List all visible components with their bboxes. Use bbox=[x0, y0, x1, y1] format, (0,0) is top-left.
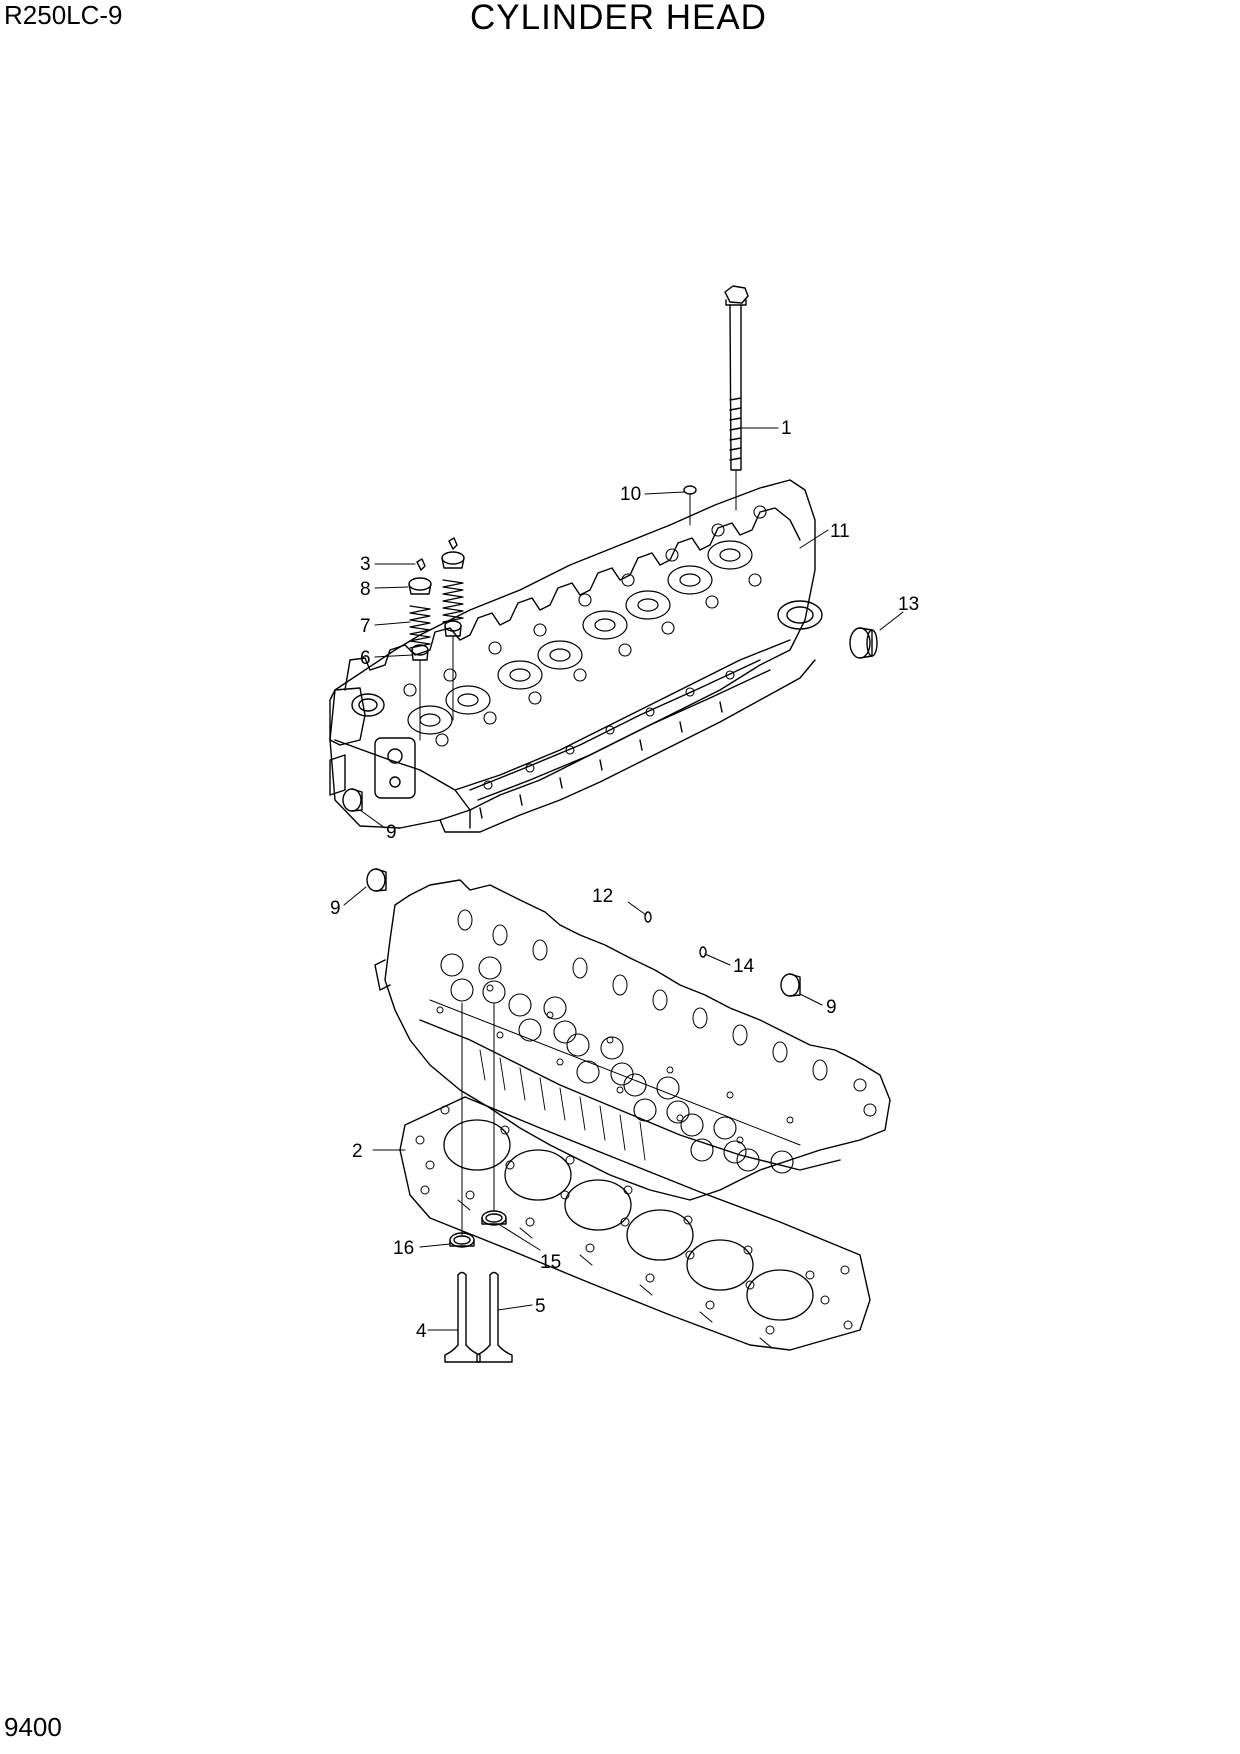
page-title: CYLINDER HEAD bbox=[470, 0, 767, 37]
o-ring-14 bbox=[699, 946, 707, 958]
cylinder-head-bottom-view bbox=[374, 879, 891, 1201]
callout-11: 11 bbox=[830, 521, 850, 542]
model-code: R250LC-9 bbox=[4, 0, 123, 30]
callout-14: 14 bbox=[733, 956, 755, 977]
cylinder-head-top-view bbox=[329, 479, 823, 833]
callout-labels: 1 10 11 3 8 7 6 13 9 9 12 14 9 2 16 15 4… bbox=[330, 418, 919, 1342]
valve-seat-insert-exhaust bbox=[449, 1232, 475, 1248]
callout-9-left: 9 bbox=[330, 898, 341, 919]
valve-centerline bbox=[419, 635, 454, 741]
callout-9-right: 9 bbox=[826, 997, 837, 1018]
callout-4: 4 bbox=[416, 1321, 427, 1342]
intake-valve bbox=[476, 1271, 513, 1363]
callout-7: 7 bbox=[360, 616, 371, 637]
callout-1: 1 bbox=[781, 418, 792, 439]
expansion-plug bbox=[849, 627, 878, 659]
callout-15: 15 bbox=[540, 1252, 561, 1273]
callout-6: 6 bbox=[360, 648, 371, 669]
callout-16: 16 bbox=[393, 1238, 414, 1259]
callout-12: 12 bbox=[592, 886, 613, 907]
leader-lines bbox=[343, 427, 904, 1331]
plug-right bbox=[780, 973, 801, 997]
o-ring-small bbox=[683, 485, 697, 526]
callout-3: 3 bbox=[360, 554, 371, 575]
valve-keeper-collet bbox=[416, 537, 458, 571]
exhaust-valve bbox=[444, 1271, 481, 1363]
valve-spring bbox=[409, 579, 464, 649]
page-number: 9400 bbox=[4, 1712, 62, 1742]
plug-left bbox=[366, 868, 387, 892]
callout-8: 8 bbox=[360, 579, 371, 600]
callout-2: 2 bbox=[352, 1141, 363, 1162]
cylinder-head-gasket bbox=[399, 1096, 871, 1351]
valve-seat-insert-intake bbox=[481, 1210, 507, 1226]
o-ring-12 bbox=[644, 911, 652, 923]
callout-9-upper: 9 bbox=[386, 822, 397, 843]
plug-front bbox=[342, 788, 363, 812]
valve-seat-centerline bbox=[461, 1002, 495, 1236]
callout-10: 10 bbox=[620, 484, 641, 505]
head-bolt bbox=[724, 285, 749, 511]
callout-5: 5 bbox=[535, 1296, 546, 1317]
spring-retainer bbox=[408, 551, 465, 595]
callout-13: 13 bbox=[898, 594, 919, 615]
